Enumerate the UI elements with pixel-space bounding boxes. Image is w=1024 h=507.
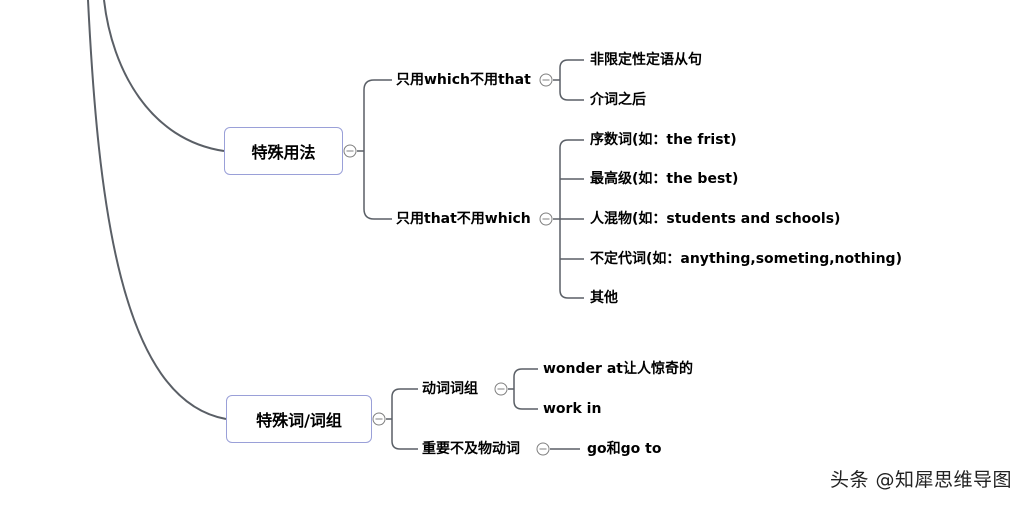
node-which-only[interactable]: 只用which不用that bbox=[396, 71, 531, 89]
node-label: 人混物(如：students and schools) bbox=[590, 211, 841, 227]
watermark: 头条 @知犀思维导图 bbox=[829, 469, 1012, 491]
node-ordinal[interactable]: 序数词(如：the frist) bbox=[590, 131, 737, 149]
connector bbox=[513, 389, 538, 410]
collapse-toggle-special-usage[interactable] bbox=[343, 144, 357, 158]
node-label: 序数词(如：the frist) bbox=[590, 132, 737, 148]
connector bbox=[559, 80, 584, 101]
node-nonrestrictive-clause[interactable]: 非限定性定语从句 bbox=[590, 51, 702, 69]
node-label: 最高级(如：the best) bbox=[590, 171, 739, 187]
collapse-toggle-verb-phrases[interactable] bbox=[494, 382, 508, 396]
node-label: 介词之后 bbox=[590, 92, 646, 108]
connector bbox=[391, 419, 418, 450]
connector bbox=[363, 151, 392, 220]
node-label: 动词词组 bbox=[422, 381, 478, 397]
collapse-toggle-which-only[interactable] bbox=[539, 73, 553, 87]
node-after-preposition[interactable]: 介词之后 bbox=[590, 91, 646, 109]
node-wonder-at[interactable]: wonder at让人惊奇的 bbox=[543, 360, 693, 378]
collapse-toggle-special-words[interactable] bbox=[372, 412, 386, 426]
connector bbox=[513, 368, 538, 389]
node-label: 其他 bbox=[590, 290, 618, 306]
collapse-toggle-that-only[interactable] bbox=[539, 212, 553, 226]
connector bbox=[363, 79, 392, 151]
node-that-only[interactable]: 只用that不用which bbox=[396, 210, 531, 228]
connector-trunk-1 bbox=[103, 0, 225, 152]
connector bbox=[391, 388, 418, 419]
node-label: 不定代词(如：anything,someting,nothing) bbox=[590, 251, 902, 267]
node-label: 只用that不用which bbox=[396, 211, 531, 227]
node-label: go和go to bbox=[587, 441, 662, 457]
node-work-in[interactable]: work in bbox=[543, 400, 601, 418]
connector-trunk-2 bbox=[87, 0, 227, 420]
node-verb-phrases[interactable]: 动词词组 bbox=[422, 380, 478, 398]
node-superlative[interactable]: 最高级(如：the best) bbox=[590, 170, 738, 188]
node-label: 只用which不用that bbox=[396, 72, 531, 88]
node-label: work in bbox=[543, 401, 602, 417]
collapse-toggle-intransitive-verbs[interactable] bbox=[536, 442, 550, 456]
node-label: 重要不及物动词 bbox=[422, 441, 520, 457]
node-other[interactable]: 其他 bbox=[590, 289, 618, 307]
node-label: wonder at让人惊奇的 bbox=[543, 361, 693, 377]
node-label: 非限定性定语从句 bbox=[590, 52, 702, 68]
node-special-words[interactable]: 特殊词/词组 bbox=[226, 395, 372, 443]
connector bbox=[559, 139, 584, 219]
node-go-and-go-to[interactable]: go和go to bbox=[587, 440, 661, 458]
connector bbox=[559, 59, 584, 80]
node-label: 特殊用法 bbox=[251, 143, 316, 162]
connector bbox=[559, 219, 584, 299]
node-indefinite-pronoun[interactable]: 不定代词(如：anything,someting,nothing) bbox=[590, 250, 902, 268]
node-special-usage[interactable]: 特殊用法 bbox=[224, 127, 343, 175]
node-intransitive-verbs[interactable]: 重要不及物动词 bbox=[422, 440, 520, 458]
node-label: 特殊词/词组 bbox=[256, 411, 342, 430]
node-mixed-antecedent[interactable]: 人混物(如：students and schools) bbox=[590, 210, 840, 228]
